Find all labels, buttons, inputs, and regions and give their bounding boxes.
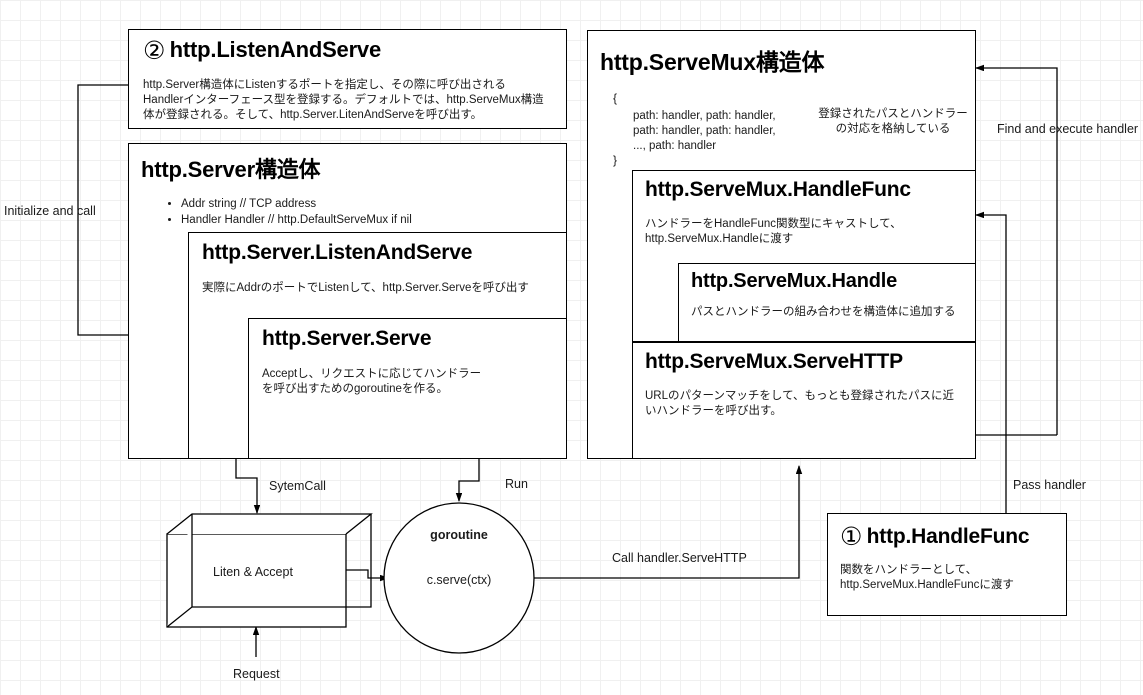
servemux-brace-open: {: [613, 91, 618, 105]
servemux-code-line: path: handler, path: handler,: [633, 110, 776, 122]
http-handlefunc-description: 関数をハンドラーとして、 http.ServeMux.HandleFuncに渡す: [840, 564, 1014, 591]
listenandserve-marker: ②: [143, 37, 166, 65]
edge-label-pass-handler: Pass handler: [1013, 478, 1086, 492]
edge-label-call-handler-servehttp: Call handler.ServeHTTP: [612, 551, 747, 565]
http-handlefunc-title: http.HandleFunc: [866, 525, 1030, 548]
edge-label-request: Request: [233, 667, 280, 681]
edge-find-and-execute-handler: [975, 64, 1058, 435]
http-server-field: Handler Handler // http.DefaultServeMux …: [181, 212, 412, 228]
http-server-serve-description: Acceptし、リクエストに応じてハンドラー を呼び出すためのgoroutine…: [262, 368, 482, 395]
http-servemux-struct-title: http.ServeMux構造体: [600, 49, 825, 75]
http-servemux-handlefunc-title: http.ServeMux.HandleFunc: [645, 178, 911, 201]
box-http-server-serve[interactable]: http.Server.Serve Acceptし、リクエストに応じてハンドラー…: [248, 318, 567, 459]
box-http-handlefunc[interactable]: ① http.HandleFunc 関数をハンドラーとして、 http.Serv…: [827, 513, 1067, 616]
listen-accept-label: Liten & Accept: [213, 565, 293, 579]
http-servemux-servehttp-title: http.ServeMux.ServeHTTP: [645, 350, 903, 373]
box-http-servemux-handle[interactable]: http.ServeMux.Handle パスとハンドラーの組み合わせを構造体に…: [678, 263, 976, 342]
edge-label-initialize-and-call: Initialize and call: [4, 204, 96, 218]
handlefunc-marker: ①: [840, 523, 863, 551]
edge-run: [455, 459, 480, 502]
http-servemux-handle-description: パスとハンドラーの組み合わせを構造体に追加する: [691, 306, 956, 318]
servemux-code-line: path: handler, path: handler,: [633, 125, 776, 137]
edge-label-find-and-execute-handler: Find and execute handler: [997, 122, 1139, 136]
http-server-listenandserve-description: 実際にAddrのポートでListenして、http.Server.Serveを呼…: [202, 282, 529, 294]
listen-accept-3d-shape: [166, 513, 373, 628]
http-server-struct-title: http.Server構造体: [141, 157, 321, 182]
goroutine-title: goroutine: [430, 528, 488, 542]
box-http-servemux-servehttp[interactable]: http.ServeMux.ServeHTTP URLのパターンマッチをして、も…: [632, 342, 976, 459]
servemux-brace-close: }: [613, 153, 618, 167]
servemux-code-line: ..., path: handler: [633, 140, 717, 152]
edge-system-call: [235, 459, 261, 514]
http-servemux-servehttp-description: URLのパターンマッチをして、もっとも登録されたパスに近 いハンドラーを呼び出す…: [645, 390, 955, 417]
servemux-code-block: path: handler, path: handler, path: hand…: [633, 109, 776, 154]
edge-label-run: Run: [505, 477, 528, 491]
http-server-field: Addr string // TCP address: [181, 196, 412, 212]
http-server-listenandserve-title: http.Server.ListenAndServe: [202, 241, 473, 264]
listenandserve-description: http.Server構造体にListenするポートを指定し、その際に呼び出され…: [143, 79, 544, 121]
edge-accept-to-goroutine: [346, 569, 389, 582]
http-server-serve-title: http.Server.Serve: [262, 327, 432, 350]
edge-call-handler-servehttp: [530, 465, 803, 579]
listenandserve-title: http.ListenAndServe: [169, 37, 382, 62]
http-servemux-handlefunc-description: ハンドラーをHandleFunc関数型にキャストして、 http.ServeMu…: [645, 218, 902, 245]
box-http-listenandserve[interactable]: ② http.ListenAndServe http.Server構造体にLis…: [128, 29, 567, 129]
http-servemux-handle-title: http.ServeMux.Handle: [691, 270, 898, 292]
edge-pass-handler: [975, 211, 1007, 513]
goroutine-circle: [383, 502, 535, 654]
servemux-struct-note: 登録されたパスとハンドラー の対応を格納している: [818, 108, 968, 135]
edge-label-system-call: SytemCall: [269, 479, 326, 493]
goroutine-body: c.serve(ctx): [426, 573, 492, 587]
http-server-fields: Addr string // TCP address Handler Handl…: [159, 196, 412, 228]
